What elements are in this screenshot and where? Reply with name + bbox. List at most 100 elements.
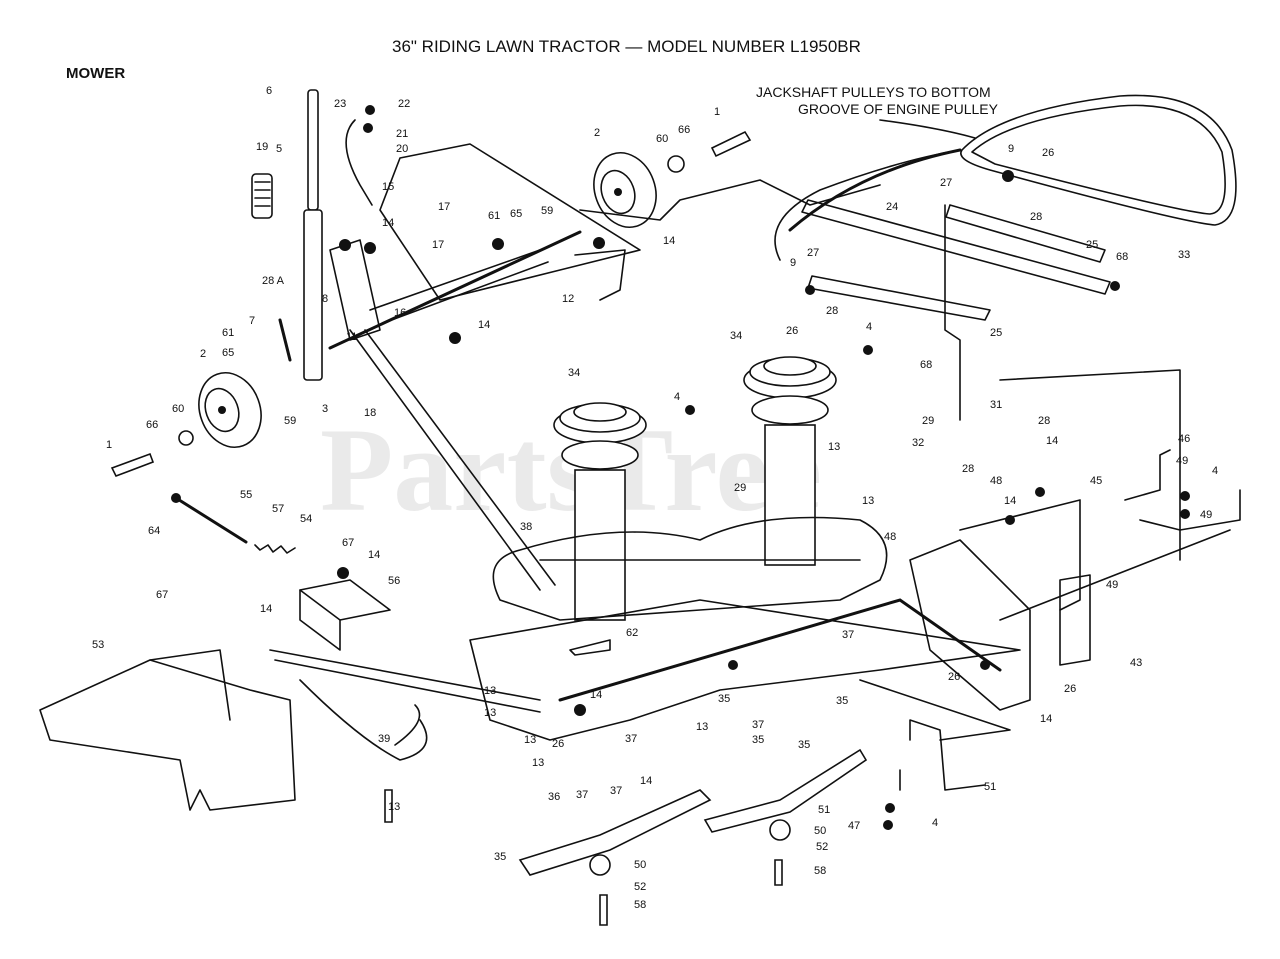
part-callout-51: 51 [984,781,996,793]
part-callout-67: 67 [342,537,354,549]
part-callout-24: 24 [886,201,898,213]
belt-guard-53 [39,649,296,811]
part-callout-13: 13 [484,685,496,697]
part-callout-4: 4 [932,817,938,829]
part-callout-29: 29 [922,415,934,427]
section-heading: MOWER [66,65,125,82]
part-callout-59: 59 [541,205,553,217]
part-callout-35: 35 [798,739,810,751]
part-callout-14: 14 [1040,713,1052,725]
part-callout-12: 12 [562,293,574,305]
part-callout-14: 14 [1004,495,1016,507]
part-callout-60: 60 [172,403,184,415]
part-callout-31: 31 [990,399,1002,411]
part-callout-58: 58 [814,865,826,877]
mower-deck-housing [492,516,888,621]
part-callout-66: 66 [678,124,690,136]
part-callout-47: 47 [848,820,860,832]
part-callout-25: 25 [1086,239,1098,251]
part-callout-68: 68 [1116,251,1128,263]
part-callout-19: 19 [256,141,268,153]
part-callout-36: 36 [548,791,560,803]
deck-plate-62 [469,598,1021,741]
idler-bracket-56 [174,496,391,651]
part-callout-66: 66 [146,419,158,431]
part-callout-14: 14 [663,235,675,247]
part-callout-14: 14 [260,603,272,615]
v-belt-engine [960,94,1237,226]
part-callout-39: 39 [378,733,390,745]
part-callout-33: 33 [1178,249,1190,261]
part-callout-35: 35 [836,695,848,707]
part-callout-23: 23 [334,98,346,110]
part-callout-27: 27 [807,247,819,259]
diagram-title: 36" RIDING LAWN TRACTOR — MODEL NUMBER L… [392,37,861,56]
part-callout-14: 14 [382,217,394,229]
part-callout-28-a: 28 A [262,275,285,287]
part-callout-8: 8 [322,293,328,305]
blade-belt-39 [269,649,541,761]
part-callout-65: 65 [222,347,234,359]
part-callout-52: 52 [816,841,828,853]
part-callout-14: 14 [590,689,602,701]
part-callout-27: 27 [940,177,952,189]
part-callout-13: 13 [388,801,400,813]
part-callout-54: 54 [300,513,312,525]
part-callout-13: 13 [696,721,708,733]
part-callout-53: 53 [92,639,104,651]
part-callout-4: 4 [1212,465,1218,477]
part-callout-13: 13 [532,757,544,769]
part-callout-20: 20 [396,143,408,155]
part-callout-17: 17 [432,239,444,251]
part-callout-55: 55 [240,489,252,501]
part-callout-59: 59 [284,415,296,427]
part-callout-35: 35 [494,851,506,863]
part-callout-48: 48 [990,475,1002,487]
part-callout-14: 14 [478,319,490,331]
part-callout-4: 4 [674,391,680,403]
part-callout-1: 1 [714,106,720,118]
spindle-pulley-left [553,402,647,621]
gauge-wheel-brackets [899,449,1241,791]
part-callout-51: 51 [818,804,830,816]
part-callout-38: 38 [520,521,532,533]
part-callout-18: 18 [364,407,376,419]
part-callout-52: 52 [634,881,646,893]
part-callout-26: 26 [552,738,564,750]
spindle-pulley-right [743,356,837,566]
part-callout-49: 49 [1200,509,1212,521]
part-callout-13: 13 [828,441,840,453]
part-callout-43: 43 [1130,657,1142,669]
part-callout-11: 11 [346,331,357,343]
part-callout-45: 45 [1090,475,1102,487]
part-callout-21: 21 [396,128,408,140]
part-callout-2: 2 [594,127,600,139]
part-callout-56: 56 [388,575,400,587]
lift-handle-assembly [251,89,556,591]
part-callout-37: 37 [610,785,622,797]
part-callout-13: 13 [862,495,874,507]
part-callout-16: 16 [394,307,406,319]
part-callout-37: 37 [625,733,637,745]
part-callout-28: 28 [1030,211,1042,223]
front-wheel-right [593,130,752,228]
part-callout-13: 13 [524,734,536,746]
part-callout-26: 26 [1064,683,1076,695]
part-callout-3: 3 [322,403,328,415]
part-callout-14: 14 [1046,435,1058,447]
front-wheel-left [110,372,262,478]
part-callout-1: 1 [106,439,112,451]
fasteners [171,105,1190,926]
part-callout-26: 26 [786,325,798,337]
part-callout-50: 50 [634,859,646,871]
part-callout-26: 26 [1042,147,1054,159]
part-callout-58: 58 [634,899,646,911]
part-callout-29: 29 [734,482,746,494]
part-callout-5: 5 [276,143,282,155]
part-callout-14: 14 [368,549,380,561]
part-callout-14: 14 [640,775,652,787]
part-callout-49: 49 [1176,455,1188,467]
